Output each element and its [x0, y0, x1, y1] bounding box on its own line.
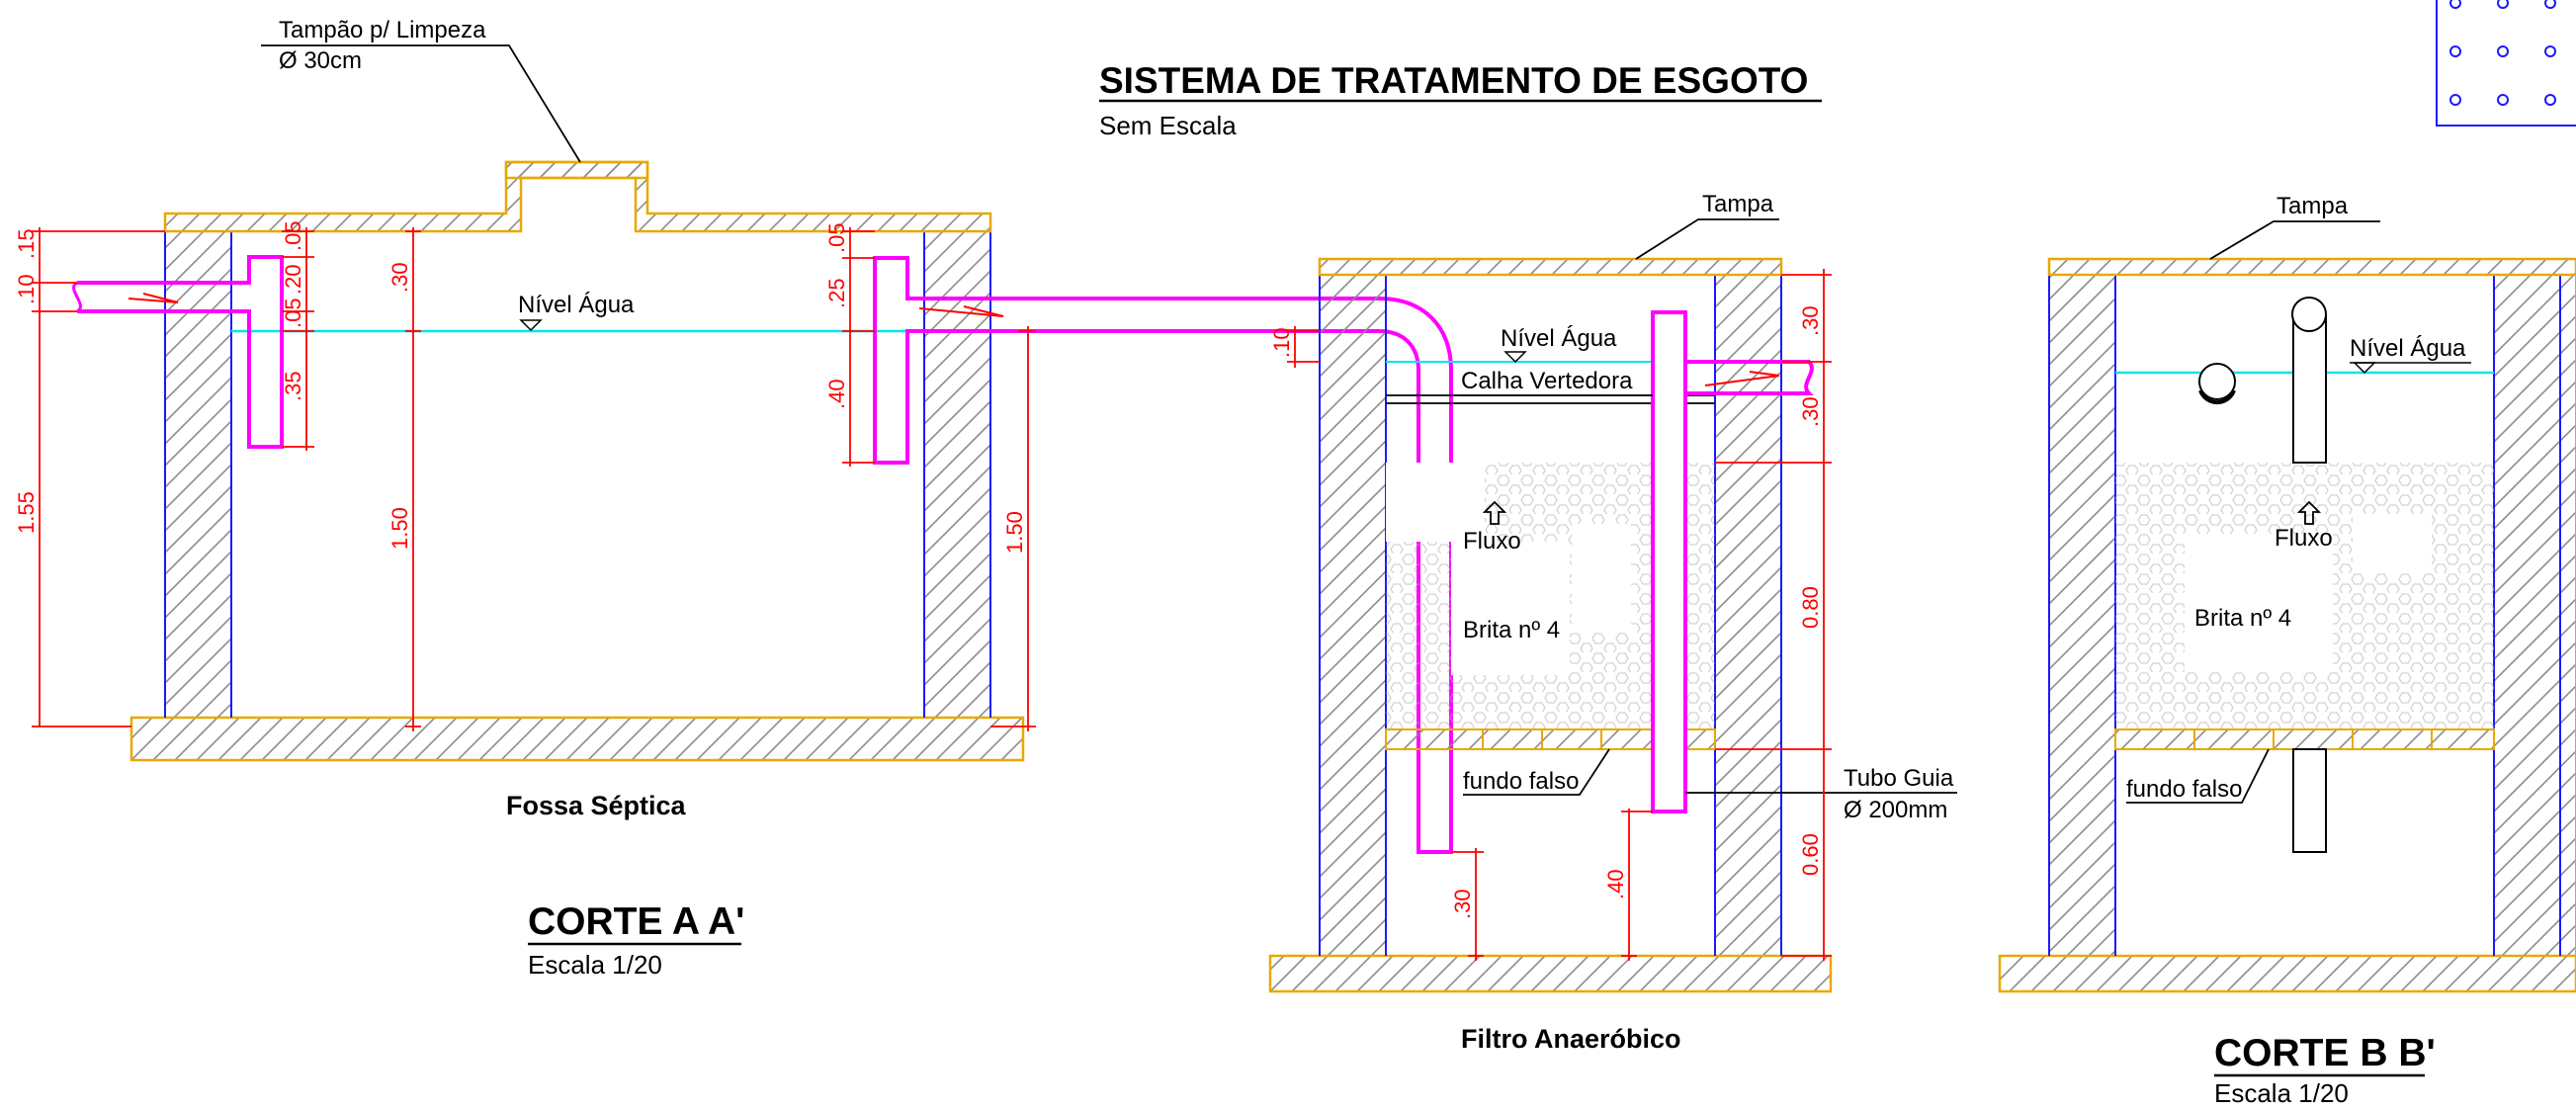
- filter-outlet-arrow: [1704, 371, 1780, 386]
- section-b-drawing: Tampa Nível Água Fluxo Brita nº 4 fundo …: [1998, 193, 2576, 1108]
- cap-label-line2: Ø 30cm: [279, 47, 362, 74]
- septic-base-slab: [129, 716, 1025, 762]
- septic-water-level-label: Nível Água: [518, 292, 635, 318]
- plan-detail-fragment: [2436, 0, 2576, 127]
- dim-septic-005a: .05: [281, 220, 305, 251]
- dim-septic-005c: .05: [824, 222, 849, 253]
- septic-dimensions: [32, 227, 1036, 731]
- section-a-label: CORTE A A' Escala 1/20: [528, 900, 744, 980]
- dim-septic-010: .10: [14, 274, 39, 304]
- filter-flow-arrow: [1482, 500, 1507, 525]
- septic-left-wall: [164, 230, 232, 719]
- septic-tank-name: Fossa Séptica: [506, 791, 687, 820]
- dim-septic-030: .30: [387, 262, 412, 293]
- dim-septic-005b: .05: [281, 298, 305, 328]
- section-b-guide-tube-top: [2292, 313, 2327, 464]
- section-b-false-bottom-label: fundo falso: [2126, 776, 2242, 803]
- section-b-water-level-symbol: [2353, 362, 2376, 375]
- cap-label-line1: Tampão p/ Limpeza: [279, 17, 486, 43]
- filter-lid-label: Tampa: [1702, 191, 1774, 217]
- guide-tube: [1651, 310, 1687, 813]
- dim-septic-150b: 1.50: [1002, 511, 1027, 554]
- water-level-symbol: [519, 319, 543, 332]
- septic-right-wall: [923, 230, 991, 719]
- drawing-title-block: SISTEMA DE TRATAMENTO DE ESGOTO Sem Esca…: [1099, 60, 1822, 140]
- section-b-base-slab: [1998, 954, 2576, 993]
- filter-lid: [1318, 257, 1783, 277]
- filter-water-level-symbol: [1503, 351, 1527, 364]
- section-b-left-wall: [2048, 274, 2116, 957]
- septic-inlet-pipe: [77, 255, 284, 449]
- section-b-lid-leader: [2209, 220, 2380, 260]
- septic-dimension-texts: .15 .10 1.55 .05 .20 .05 .35 .30 1.50 .0…: [14, 220, 1027, 554]
- filter-dimension-texts: .10 .30 .30 0.80 0.60 .30 .40: [1269, 305, 1823, 919]
- section-b-right-wall: [2493, 274, 2576, 957]
- section-b-guide-tube-bottom: [2292, 748, 2327, 853]
- dim-filter-010: .10: [1269, 327, 1294, 358]
- section-b-lid-label: Tampa: [2276, 193, 2349, 219]
- section-b-pipe-section: [2198, 363, 2236, 400]
- dim-septic-150a: 1.50: [387, 507, 412, 550]
- filter-right-wall: [1714, 274, 1782, 957]
- section-b-false-bottom: [2114, 728, 2495, 750]
- main-title: SISTEMA DE TRATAMENTO DE ESGOTO: [1099, 60, 1808, 101]
- dim-septic-040: .40: [824, 379, 849, 409]
- section-a-scale: Escala 1/20: [528, 950, 662, 980]
- filter-false-bottom-leader: [1463, 748, 1610, 796]
- filter-media-label: Brita nº 4: [1463, 617, 1560, 643]
- section-b-lid: [2047, 257, 2576, 277]
- dim-septic-155: 1.55: [14, 491, 39, 534]
- filter-water-level-label: Nível Água: [1501, 325, 1617, 352]
- septic-tank: Nível Água Tampão p/ Limpeza Ø 30cm Foss…: [72, 17, 1453, 854]
- dim-filter-030a: .30: [1798, 305, 1823, 336]
- dim-filter-030b: .30: [1798, 396, 1823, 427]
- dim-filter-040: .40: [1603, 869, 1628, 899]
- filter-name: Filtro Anaeróbico: [1461, 1024, 1681, 1054]
- guide-tube-label-1: Tubo Guia: [1844, 765, 1954, 792]
- filter-false-bottom-label: fundo falso: [1463, 768, 1579, 795]
- filter-base-slab: [1268, 954, 1833, 993]
- filter-left-wall: [1319, 274, 1387, 957]
- cleaning-cap: [504, 160, 649, 180]
- filter-false-bottom: [1385, 728, 1716, 750]
- section-b-flow-label: Fluxo: [2275, 525, 2333, 552]
- outlet-flow-arrow: [918, 305, 1004, 317]
- dim-filter-080: 0.80: [1798, 586, 1823, 629]
- section-a-title: CORTE A A': [528, 900, 744, 943]
- dim-septic-025: .25: [824, 278, 849, 308]
- anaerobic-filter: Nível Água Calha Vertedora Fluxo Brita n…: [1268, 191, 1957, 1054]
- section-b-water-level-label: Nível Água: [2350, 335, 2466, 362]
- dim-septic-035: .35: [281, 371, 305, 401]
- dim-filter-030c: .30: [1450, 889, 1475, 919]
- dim-septic-015: .15: [14, 228, 39, 259]
- inlet-flow-arrow: [128, 293, 179, 303]
- section-b-scale: Escala 1/20: [2214, 1078, 2349, 1108]
- weir-label: Calha Vertedora: [1461, 368, 1633, 394]
- dim-filter-060: 0.60: [1798, 833, 1823, 876]
- section-b-false-bottom-leader: [2126, 748, 2270, 804]
- section-b-flow-arrow: [2296, 500, 2322, 525]
- guide-tube-label-2: Ø 200mm: [1844, 797, 1947, 823]
- filter-dimensions: [1287, 269, 1832, 961]
- main-scale-note: Sem Escala: [1099, 111, 1237, 140]
- dim-septic-020: .20: [281, 264, 305, 295]
- filter-lid-leader: [1635, 218, 1779, 260]
- section-b-media-label: Brita nº 4: [2194, 605, 2291, 632]
- filter-flow-label: Fluxo: [1463, 528, 1521, 555]
- cap-leader-line: [261, 44, 581, 163]
- section-b-title: CORTE B B': [2214, 1032, 2436, 1074]
